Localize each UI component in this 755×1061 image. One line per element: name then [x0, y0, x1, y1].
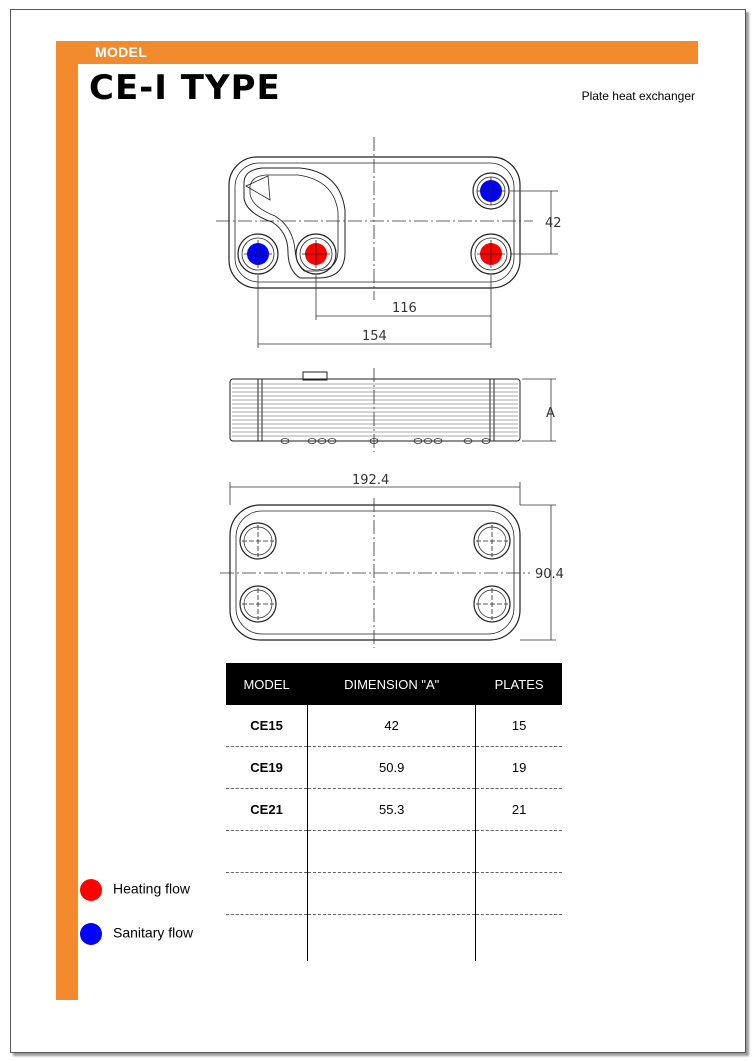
back-port-ring [473, 522, 511, 560]
legend-sanitary-label: Sanitary flow [113, 924, 194, 941]
cell-empty [475, 872, 562, 915]
cell-plates: 19 [475, 746, 562, 789]
table-header-row: MODEL DIMENSION "A" PLATES [226, 663, 562, 705]
top-view-ports [247, 180, 502, 265]
back-view-inner-outline [235, 510, 515, 635]
port-crosshairs [244, 177, 505, 268]
dim-label-116: 116 [392, 301, 417, 316]
dim-label-A: A [546, 406, 555, 421]
header-bar [56, 41, 698, 64]
top-view-inner-outline [234, 162, 515, 283]
cell-plates: 15 [475, 705, 562, 747]
table-row [226, 830, 562, 873]
cell-model: CE19 [226, 746, 308, 789]
side-view-connection [302, 371, 328, 381]
table-row: CE21 55.3 21 [226, 788, 562, 831]
back-view-crosshairs [242, 525, 508, 620]
page-subtitle: Plate heat exchanger [581, 89, 695, 103]
table-row [226, 914, 562, 962]
cell-plates: 21 [475, 788, 562, 831]
technical-drawing: 42 116 154 [216, 137, 564, 648]
back-view-outline [229, 504, 521, 641]
side-view-outline [229, 378, 521, 442]
dim-label-154: 154 [362, 329, 387, 344]
port-ring [472, 172, 510, 210]
cell-empty [226, 830, 308, 873]
cell-empty [475, 830, 562, 873]
dim-154 [257, 275, 492, 348]
dim-label-192: 192.4 [352, 473, 389, 488]
cell-dimension: 50.9 [307, 746, 476, 789]
cell-dimension: 55.3 [307, 788, 476, 831]
side-view-plates [232, 383, 518, 437]
port-ring [237, 233, 279, 275]
heating-dot-icon [80, 879, 102, 901]
back-view-centerlines [220, 498, 530, 648]
sanitary-dot-icon [80, 923, 102, 945]
dim-A [522, 378, 556, 442]
top-view-outline [228, 156, 521, 289]
port-ring [295, 233, 337, 275]
dim-192 [229, 482, 521, 505]
header-plates: PLATES [475, 663, 562, 705]
dim-label-42: 42 [545, 216, 562, 231]
side-bar [56, 41, 78, 1000]
top-view-centerlines [216, 137, 533, 300]
header-dimension: DIMENSION "A" [307, 663, 476, 705]
legend-heating: Heating flow [80, 879, 190, 901]
header-model: MODEL [226, 663, 308, 705]
back-port-ring [239, 585, 277, 623]
cell-empty [475, 914, 562, 961]
section-tag: MODEL [95, 44, 148, 60]
back-port-ring [239, 522, 277, 560]
side-view [229, 371, 521, 442]
table-row: CE15 42 15 [226, 705, 562, 747]
cell-dimension: 42 [307, 705, 476, 747]
port-ring [299, 237, 333, 271]
dim-42 [510, 190, 558, 255]
dim-116 [315, 275, 492, 320]
dim-label-90: 90.4 [535, 567, 564, 582]
cell-empty [226, 915, 308, 962]
page-title: CE-I TYPE [89, 68, 281, 108]
back-port-ring [473, 585, 511, 623]
specs-table: MODEL DIMENSION "A" PLATES CE15 42 15 CE… [226, 663, 562, 961]
side-view-feet [280, 438, 491, 444]
dim-90 [520, 504, 556, 641]
top-view [228, 156, 521, 289]
cell-empty [307, 914, 476, 961]
cell-model: CE21 [226, 788, 308, 831]
port-ring [241, 237, 275, 271]
gasket-channel-inner [249, 174, 339, 272]
back-view [229, 504, 521, 641]
port-ring [474, 237, 508, 271]
table-row: CE19 50.9 19 [226, 746, 562, 789]
cell-empty [307, 872, 476, 915]
legend-heating-label: Heating flow [113, 880, 191, 897]
legend-sanitary: Sanitary flow [80, 923, 193, 945]
cell-empty [226, 872, 308, 915]
cell-model: CE15 [226, 705, 308, 747]
cell-empty [307, 830, 476, 873]
gasket-channel-outer [243, 167, 346, 279]
gasket-triangle [245, 175, 271, 201]
table-row [226, 872, 562, 915]
